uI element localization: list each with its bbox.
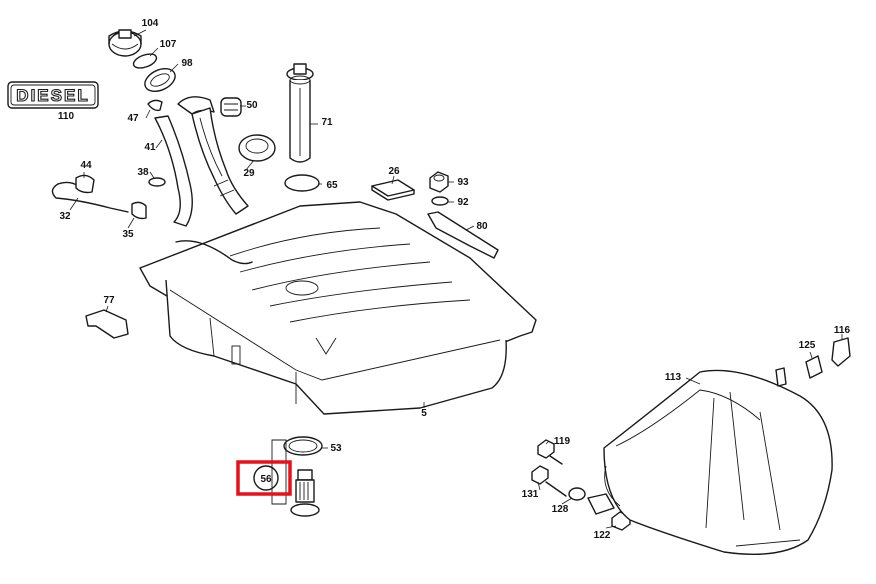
shield-bracket-part [805, 355, 823, 379]
sender-seal-part [238, 134, 276, 162]
washer-part [431, 196, 449, 206]
part-label-119[interactable]: 119 [554, 436, 571, 447]
part-label-35[interactable]: 35 [122, 229, 134, 240]
part-label-80[interactable]: 80 [476, 221, 488, 232]
hex-nut-part [429, 171, 449, 193]
filler-ring-part [144, 67, 176, 93]
part-label-44[interactable]: 44 [80, 160, 92, 171]
part-label-65[interactable]: 65 [326, 180, 338, 191]
shield-clip-part [831, 337, 851, 367]
part-label-104[interactable]: 104 [142, 18, 159, 29]
highlighted-part-56[interactable]: 56 [236, 460, 292, 496]
part-label-93[interactable]: 93 [457, 177, 469, 188]
part-label-110[interactable]: 110 [58, 111, 75, 122]
line-clip-part [131, 201, 147, 220]
part-label-131[interactable]: 131 [522, 489, 539, 500]
part-label-122[interactable]: 122 [594, 530, 611, 541]
hose-clamp-part [147, 99, 163, 112]
part-label-29[interactable]: 29 [243, 168, 255, 179]
cap-seal-part [132, 53, 158, 69]
tank-bracket-part [85, 309, 129, 339]
part-labels: 104 107 98 110 50 71 47 41 29 44 38 32 3… [58, 18, 851, 541]
part-label-47[interactable]: 47 [127, 113, 139, 124]
part-label-38[interactable]: 38 [137, 167, 149, 178]
part-label-125[interactable]: 125 [799, 340, 816, 351]
part-label-113[interactable]: 113 [665, 372, 682, 383]
part-label-77[interactable]: 77 [103, 295, 115, 306]
part-label-50[interactable]: 50 [246, 100, 258, 111]
mounting-pad-part [371, 179, 415, 201]
drain-plug-part [290, 469, 320, 517]
vent-clip-part [75, 174, 95, 194]
part-label-5[interactable]: 5 [421, 408, 427, 419]
filler-neck-pipe [177, 96, 249, 215]
part-label-128[interactable]: 128 [552, 504, 569, 515]
part-label-71[interactable]: 71 [321, 117, 333, 128]
drain-plug-seal-part [283, 436, 323, 456]
part-56-circle [253, 465, 279, 491]
tank-shield-part [587, 369, 833, 555]
filler-hose-part [154, 115, 193, 227]
part-label-53[interactable]: 53 [330, 443, 342, 454]
spring-washer-part [568, 487, 586, 501]
screw-part [537, 439, 563, 465]
part-label-92[interactable]: 92 [457, 197, 469, 208]
filler-cap-part [108, 29, 142, 57]
part-label-98[interactable]: 98 [181, 58, 193, 69]
part-label-26[interactable]: 26 [388, 166, 400, 177]
fuel-level-sender-part [286, 63, 314, 163]
grommet-part [220, 97, 242, 117]
part-label-56[interactable]: 56 [260, 474, 272, 485]
part-label-32[interactable]: 32 [59, 211, 71, 222]
tank-strap-part [427, 211, 499, 259]
fuel-tank-part [139, 201, 537, 415]
part-label-107[interactable]: 107 [160, 39, 177, 50]
diesel-badge-text: DIESEL [16, 86, 89, 105]
bolt-part [531, 465, 567, 497]
part-label-116[interactable]: 116 [834, 325, 851, 336]
part-label-41[interactable]: 41 [144, 142, 156, 153]
small-washer-part [148, 177, 166, 187]
highlight-box [236, 460, 292, 496]
diesel-badge: DIESEL [7, 81, 99, 109]
sender-o-ring-part [284, 174, 320, 192]
leader-lines [69, 29, 843, 529]
